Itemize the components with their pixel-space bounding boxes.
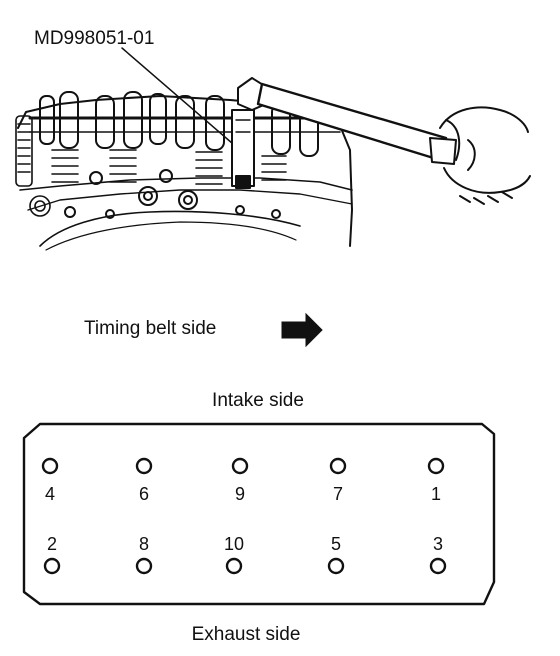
bolt-sequence-number: 2	[47, 534, 57, 554]
intake-row-bolt: 6	[135, 457, 153, 504]
bolt-sequence-number: 5	[331, 534, 341, 554]
exhaust-row-bolt: 2	[43, 534, 61, 575]
bolt-hole-circle	[41, 457, 59, 475]
bolt-sequence-number: 9	[235, 484, 245, 504]
direction-arrow-icon	[281, 312, 323, 348]
socket-tool	[231, 109, 255, 189]
bolt-hole-circle	[329, 457, 347, 475]
intake-row-bolt: 1	[427, 457, 445, 504]
timing-belt-side-label: Timing belt side	[84, 318, 216, 339]
tool-part-number-label: MD998051-01	[34, 28, 154, 49]
bolt-hole-circle	[327, 557, 345, 575]
bolt-hole-circle	[135, 457, 153, 475]
bolt-sequence-number: 4	[45, 484, 55, 504]
bolt-hole-circle	[225, 557, 243, 575]
exhaust-row-bolt: 5	[327, 534, 345, 575]
bolt-sequence-number: 8	[139, 534, 149, 554]
bolt-hole-circle	[135, 557, 153, 575]
bolt-hole-circle	[231, 457, 249, 475]
intake-row-bolt: 9	[231, 457, 249, 504]
bolt-sequence-number: 6	[139, 484, 149, 504]
bolt-holes: 4 6 9 7 1 2 8 10 5 3	[41, 457, 447, 575]
left-end-detail	[15, 115, 51, 217]
intake-row-bolt: 4	[41, 457, 59, 504]
head-bolt-bosses	[64, 169, 281, 219]
bolt-sequence-number: 7	[333, 484, 343, 504]
bolt-hole-circle	[43, 557, 61, 575]
bolt-hole-circle	[429, 557, 447, 575]
hand-holding-wrench	[439, 106, 531, 205]
exhaust-row-bolt: 3	[429, 534, 447, 575]
engine-head-illustration: MD998051-01	[15, 28, 531, 251]
valve-springs	[51, 149, 287, 185]
bolt-sequence-number: 10	[224, 534, 244, 554]
tool-leader-line	[121, 47, 241, 151]
head-block-outline	[17, 95, 353, 247]
bolt-sequence-number: 1	[431, 484, 441, 504]
wrench-handle	[237, 77, 457, 165]
exhaust-row-bolt: 8	[135, 534, 153, 575]
timing-belt-direction: Timing belt side	[84, 312, 323, 348]
exhaust-side-label: Exhaust side	[192, 624, 301, 645]
intake-row-bolt: 7	[329, 457, 347, 504]
exhaust-row-bolt: 10	[224, 534, 244, 575]
intake-side-label: Intake side	[212, 390, 304, 411]
cylinder-head-outline	[22, 422, 496, 606]
bolt-hole-circle	[427, 457, 445, 475]
bolt-sequence-number: 3	[433, 534, 443, 554]
